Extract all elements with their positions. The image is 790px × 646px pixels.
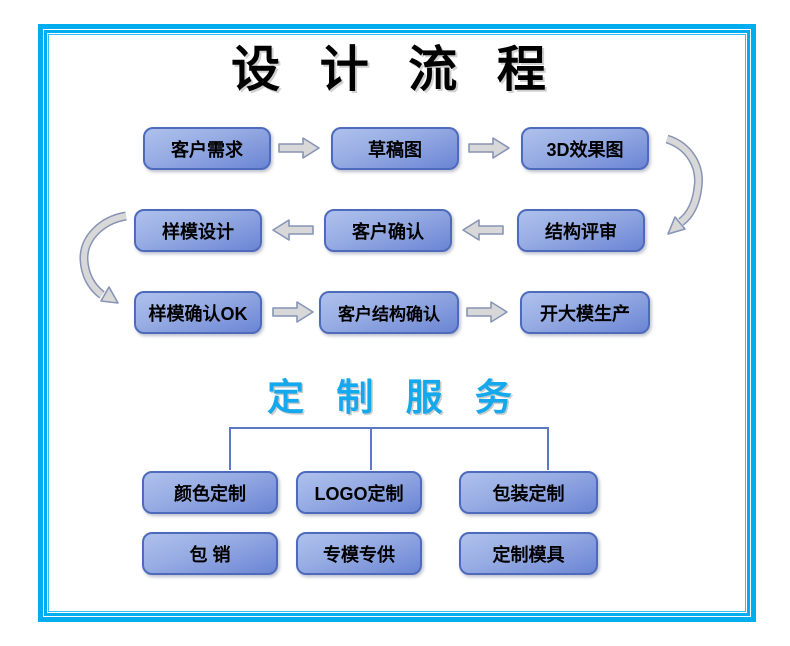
page-border-frame-middle [44,30,750,616]
custom-services-title: 定 制 服 务 [267,377,523,418]
connector-horizontal-line [229,427,549,429]
service-box-exclusive-sales: 包 销 [142,532,278,575]
page-border-frame-inner [48,34,746,612]
flow-box-sample-mold-design: 样模设计 [134,209,262,252]
flow-box-sample-mold-ok: 样模确认OK [134,291,262,334]
arrow-left-icon [272,219,314,241]
service-box-color-custom: 颜色定制 [142,471,278,514]
arrow-right-icon [272,301,314,323]
flow-box-customer-confirm: 客户确认 [324,209,452,252]
connector-vertical-line-left [229,427,231,470]
flow-box-3d-render: 3D效果图 [521,127,649,170]
service-box-packaging-custom: 包装定制 [459,471,598,514]
arrow-right-icon [468,137,510,159]
service-box-logo-custom: LOGO定制 [296,471,422,514]
connector-vertical-line-right [547,427,549,470]
arrow-right-icon [466,301,508,323]
service-box-dedicated-mold-supply: 专模专供 [296,532,422,575]
arrow-left-icon [462,219,504,241]
flow-box-customer-structure-confirm: 客户结构确认 [319,291,459,334]
flow-box-draft-drawing: 草稿图 [331,127,459,170]
flow-box-structure-review: 结构评审 [517,209,645,252]
design-process-title: 设 计 流 程 [231,43,559,97]
curved-arrow-down-right-icon [79,211,127,304]
connector-vertical-line-middle [370,427,372,470]
page-border-frame [38,24,756,622]
arrow-right-icon [278,137,320,159]
service-box-custom-mold: 定制模具 [459,532,598,575]
flow-box-customer-needs: 客户需求 [143,127,271,170]
curved-arrow-down-left-icon [665,134,703,235]
flow-box-big-mold-production: 开大模生产 [520,291,650,334]
